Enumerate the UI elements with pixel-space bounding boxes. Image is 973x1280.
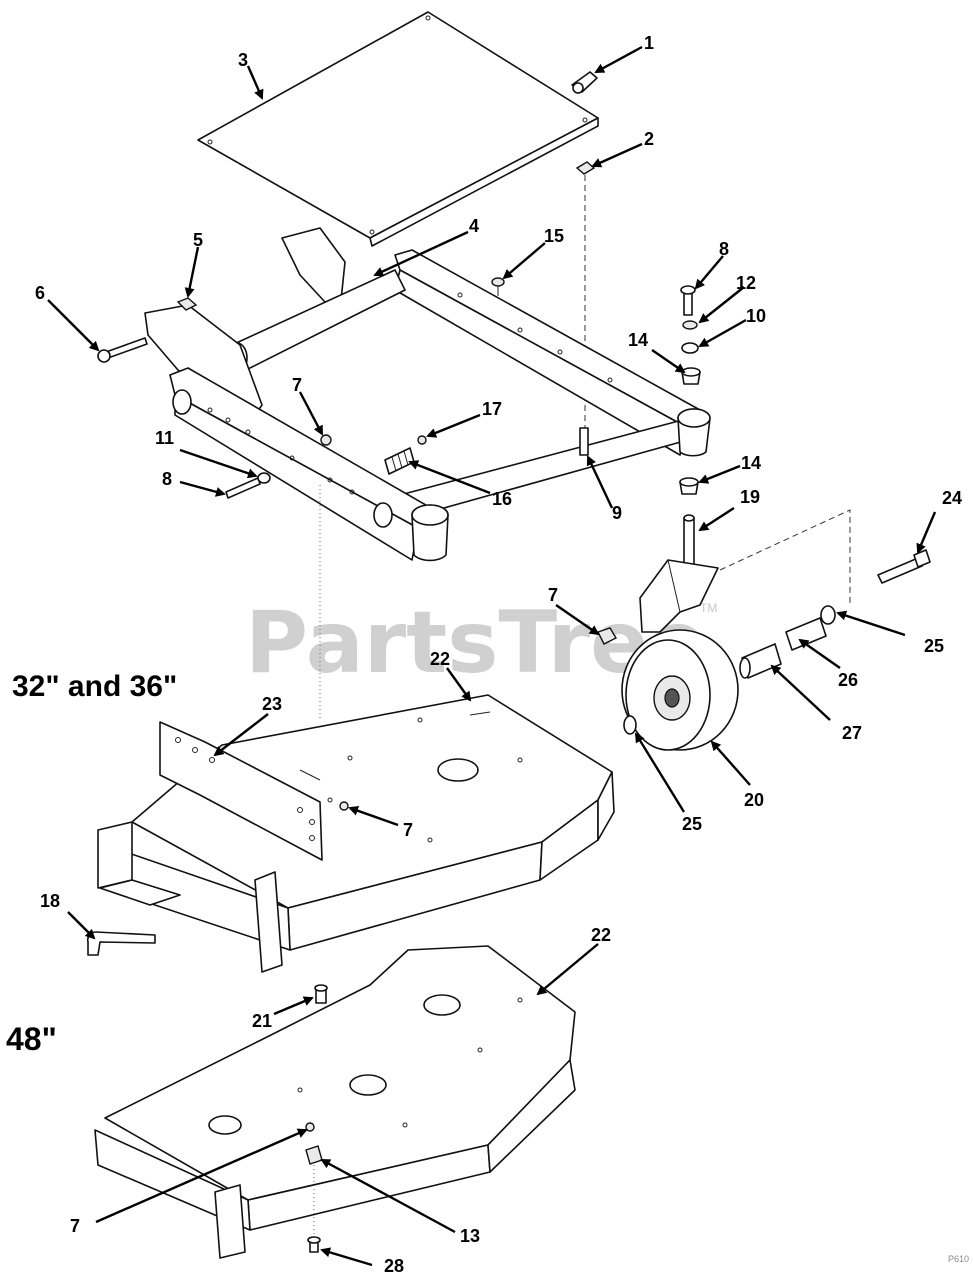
callout-7-frame: 7 bbox=[292, 375, 302, 395]
part-8-bolt-frame bbox=[225, 472, 271, 499]
part-19-caster-fork bbox=[639, 514, 719, 633]
callout-14-top: 14 bbox=[628, 330, 648, 350]
part-5-nut bbox=[176, 297, 198, 311]
deck-size-label-48: 48" bbox=[6, 1021, 57, 1057]
callout-4: 4 bbox=[469, 216, 479, 236]
callout-9: 9 bbox=[612, 503, 622, 523]
part-3-cover-plate bbox=[197, 11, 599, 247]
callout-13: 13 bbox=[460, 1226, 480, 1246]
part-21-bolt bbox=[314, 984, 328, 1004]
part-10-washer bbox=[681, 342, 699, 354]
part-4-frame bbox=[144, 227, 711, 562]
callout-25-right: 25 bbox=[924, 636, 944, 656]
part-24-axle-bolt bbox=[877, 549, 931, 584]
callout-12: 12 bbox=[736, 273, 756, 293]
callout-27: 27 bbox=[842, 723, 862, 743]
part-8-bolt-right bbox=[680, 285, 696, 316]
callout-6: 6 bbox=[35, 283, 45, 303]
deck-48 bbox=[94, 945, 576, 1259]
callout-11: 11 bbox=[155, 428, 174, 448]
callout-22-lower: 22 bbox=[591, 925, 611, 945]
part-16-spring bbox=[384, 447, 415, 475]
part-27-tube bbox=[739, 643, 782, 679]
callout-2: 2 bbox=[644, 129, 654, 149]
deck-front-brackets bbox=[97, 821, 283, 973]
callout-7-48: 7 bbox=[70, 1216, 80, 1236]
part-20-wheel bbox=[621, 629, 739, 751]
callout-labels: 1 2 3 4 5 6 7 11 8 15 17 16 9 8 12 10 14… bbox=[35, 33, 962, 1276]
callout-15: 15 bbox=[544, 226, 564, 246]
part-9-bolt bbox=[579, 427, 589, 456]
callout-7-deck: 7 bbox=[403, 820, 413, 840]
part-14-bushing-top bbox=[681, 367, 701, 385]
callout-23: 23 bbox=[262, 694, 282, 714]
callout-20: 20 bbox=[744, 790, 764, 810]
callout-8-frame: 8 bbox=[162, 469, 172, 489]
callout-21: 21 bbox=[252, 1011, 272, 1031]
callout-17: 17 bbox=[482, 399, 502, 419]
callout-19: 19 bbox=[740, 487, 760, 507]
deck-32-36 bbox=[119, 694, 615, 951]
callout-5: 5 bbox=[193, 230, 203, 250]
part-2-clip bbox=[575, 161, 596, 175]
deck-size-label-32-36: 32" and 36" bbox=[12, 670, 177, 703]
callout-26: 26 bbox=[838, 670, 858, 690]
leader-lines bbox=[47, 45, 937, 1267]
callout-28: 28 bbox=[384, 1256, 404, 1276]
callout-16: 16 bbox=[492, 489, 512, 509]
callout-18: 18 bbox=[40, 891, 60, 911]
callout-24: 24 bbox=[942, 488, 962, 508]
part-17-knob bbox=[417, 435, 427, 445]
callout-8-right: 8 bbox=[719, 239, 729, 259]
part-28-bolt bbox=[307, 1236, 321, 1253]
part-18-rod bbox=[86, 931, 156, 956]
drawing-code: P610 bbox=[948, 1254, 969, 1264]
callout-1: 1 bbox=[644, 33, 654, 53]
part-6-bolt bbox=[97, 337, 148, 363]
callout-22-upper: 22 bbox=[430, 649, 450, 669]
part-25-spacer-right bbox=[820, 605, 836, 625]
part-7-nut-48 bbox=[305, 1122, 315, 1132]
callout-10: 10 bbox=[746, 306, 766, 326]
callout-7-caster: 7 bbox=[548, 585, 558, 605]
part-1-pin bbox=[571, 71, 598, 94]
part-23-mount-plate bbox=[159, 721, 323, 861]
part-7-nut-frame bbox=[320, 434, 332, 446]
part-7-nut-caster bbox=[597, 627, 617, 645]
callout-14-bottom: 14 bbox=[741, 453, 761, 473]
part-14-bushing-bottom bbox=[679, 477, 699, 495]
part-26-tube bbox=[785, 617, 827, 651]
callout-25-left: 25 bbox=[682, 814, 702, 834]
part-12-washer bbox=[682, 320, 698, 330]
callout-3: 3 bbox=[238, 50, 248, 70]
part-25-spacer-left bbox=[623, 715, 637, 735]
watermark-trademark: TM bbox=[700, 601, 717, 615]
part-7-nut-deck bbox=[339, 801, 349, 811]
part-15-fitting bbox=[491, 277, 505, 296]
